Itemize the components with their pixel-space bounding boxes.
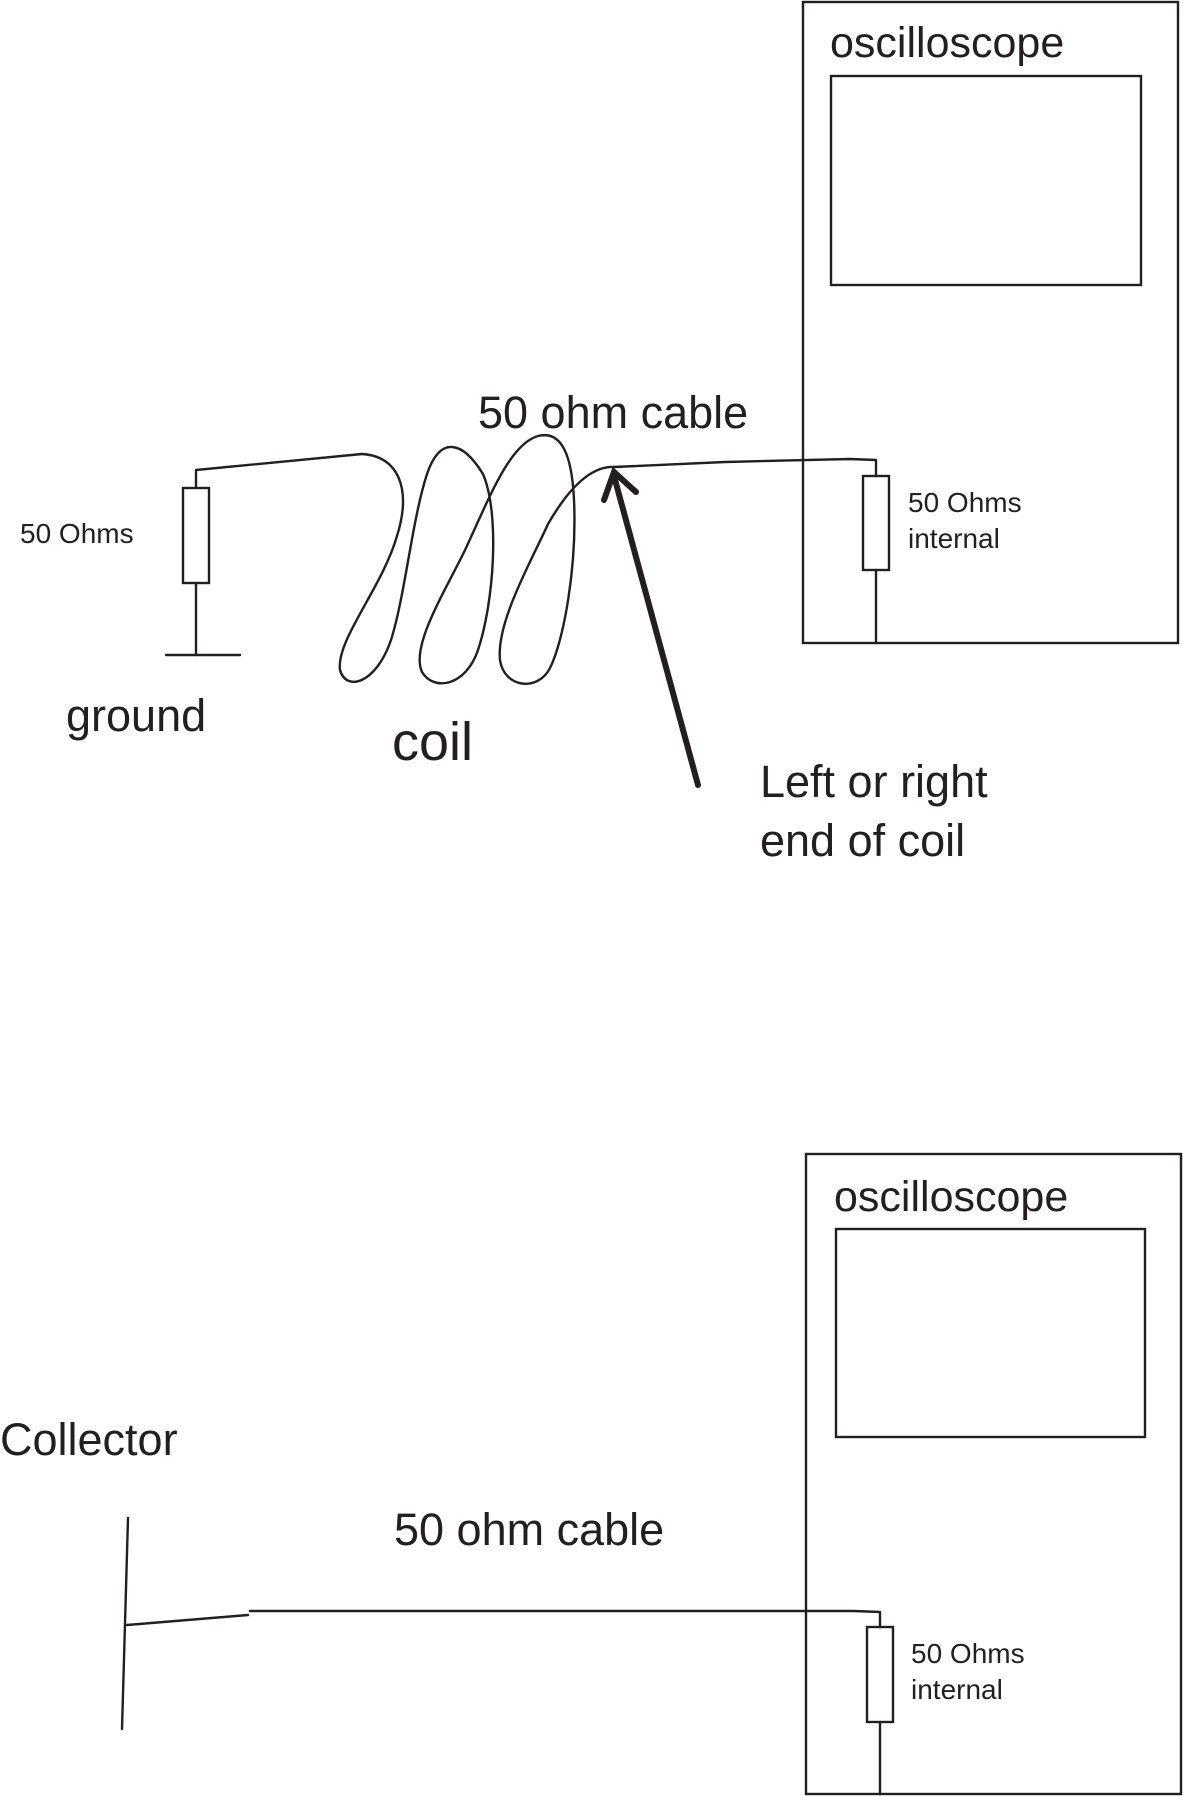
collector-lead — [125, 1613, 250, 1627]
coil-end-note-line2: end of coil — [760, 815, 965, 866]
coil-end-pointer-arrowhead — [601, 466, 639, 503]
coil-end-note-line1: Left or right — [760, 756, 988, 807]
bottom-cable-label: 50 ohm cable — [394, 1504, 664, 1555]
top-internal-resistor-label-line2: internal — [908, 523, 1000, 554]
bottom-oscilloscope-label: oscilloscope — [834, 1173, 1068, 1221]
top-resistor-top-lead — [194, 452, 364, 490]
collector-label: Collector — [0, 1414, 178, 1465]
bottom-oscilloscope-screen — [834, 1227, 1147, 1439]
top-internal-resistor-label-line1: 50 Ohms — [908, 487, 1022, 518]
coil-end-pointer-arrow — [611, 473, 701, 788]
bottom-internal-resistor — [865, 1625, 895, 1724]
coil — [338, 433, 616, 685]
bottom-circuit: oscilloscope 50 Ohms internal Collector … — [0, 1152, 1183, 1796]
coil-label: coil — [392, 712, 473, 772]
top-oscilloscope-screen — [829, 74, 1143, 287]
top-termination-resistor — [181, 486, 211, 585]
top-cable-label: 50 ohm cable — [478, 387, 748, 438]
top-circuit: oscilloscope 50 Ohms internal 50 ohm cab… — [20, 0, 1180, 866]
bottom-internal-resistor-label-line2: internal — [911, 1674, 1003, 1705]
top-termination-resistor-label: 50 Ohms — [20, 518, 134, 549]
ground-label: ground — [66, 690, 206, 741]
bottom-coax-cable — [248, 1609, 882, 1629]
top-internal-resistor — [861, 474, 891, 572]
top-oscilloscope-label: oscilloscope — [830, 19, 1064, 67]
top-coax-cable — [612, 457, 878, 478]
collector-plate — [120, 1516, 130, 1731]
bottom-internal-resistor-label-line1: 50 Ohms — [911, 1638, 1025, 1669]
